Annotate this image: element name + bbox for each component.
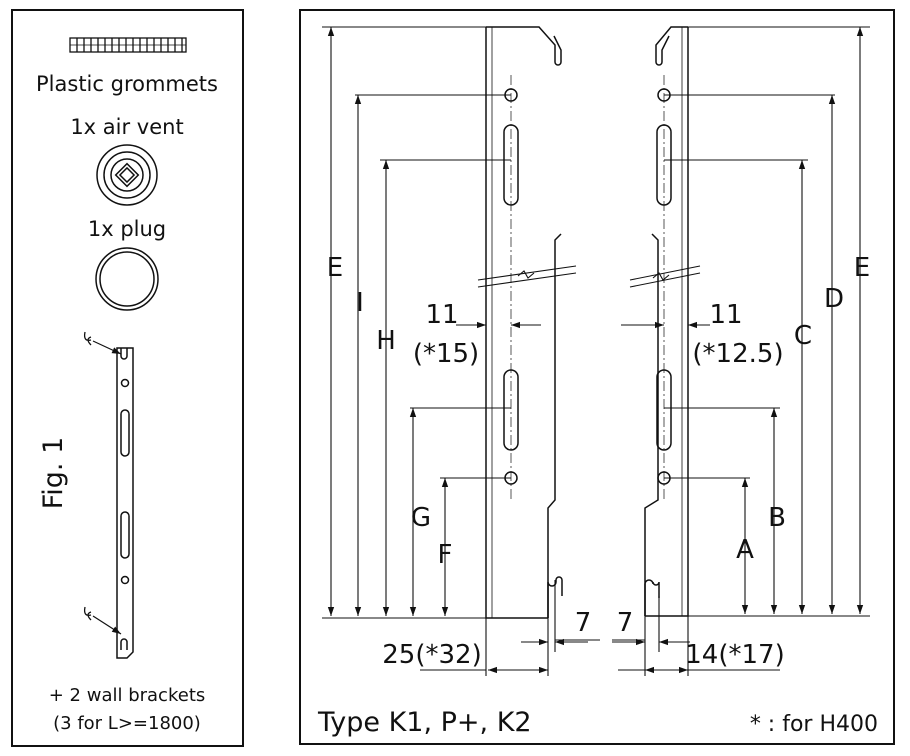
dim-a: A bbox=[736, 535, 754, 565]
dim-25: 25(*32) bbox=[382, 640, 481, 670]
dim-14: 14(*17) bbox=[685, 640, 784, 670]
footnote: * : for H400 bbox=[750, 712, 878, 737]
dim-e-right: E bbox=[854, 253, 870, 283]
dim-d: D bbox=[824, 284, 844, 314]
wall-bracket-icon bbox=[83, 331, 134, 659]
dimension-lines bbox=[322, 26, 870, 676]
dim-e-left: E bbox=[327, 253, 343, 283]
figure-label: Fig. 1 bbox=[38, 437, 69, 510]
air-vent-label: 1x air vent bbox=[70, 115, 183, 139]
wall-brackets-note: (3 for L>=1800) bbox=[53, 713, 201, 734]
right-panel: E I H G F 11 (*15) 7 25(*32) E D C B A 1… bbox=[299, 9, 895, 745]
dim-7-left: 7 bbox=[575, 608, 592, 638]
plug-label: 1x plug bbox=[88, 217, 166, 241]
plug-icon bbox=[95, 247, 159, 311]
left-bracket-profile bbox=[477, 26, 577, 619]
dim-f: F bbox=[438, 540, 453, 570]
dim-11-left-alt: (*15) bbox=[413, 339, 479, 369]
plastic-grommets-icon bbox=[69, 37, 187, 53]
dim-h: H bbox=[376, 326, 396, 356]
dim-11-left: 11 bbox=[425, 300, 458, 330]
air-vent-icon bbox=[96, 144, 158, 206]
right-bracket-profile bbox=[629, 26, 701, 617]
left-panel: Plastic grommets 1x air vent 1x plug bbox=[11, 9, 244, 747]
dim-g: G bbox=[411, 503, 431, 533]
type-label: Type K1, P+, K2 bbox=[317, 707, 532, 738]
dim-b: B bbox=[768, 503, 786, 533]
dim-7-right: 7 bbox=[617, 608, 634, 638]
grommets-label: Plastic grommets bbox=[36, 72, 218, 96]
dim-c: C bbox=[794, 321, 812, 351]
dim-11-right-alt: (*12.5) bbox=[692, 339, 783, 369]
wall-brackets-label: + 2 wall brackets bbox=[49, 685, 206, 706]
dim-i: I bbox=[356, 288, 364, 318]
dim-11-right: 11 bbox=[709, 300, 742, 330]
